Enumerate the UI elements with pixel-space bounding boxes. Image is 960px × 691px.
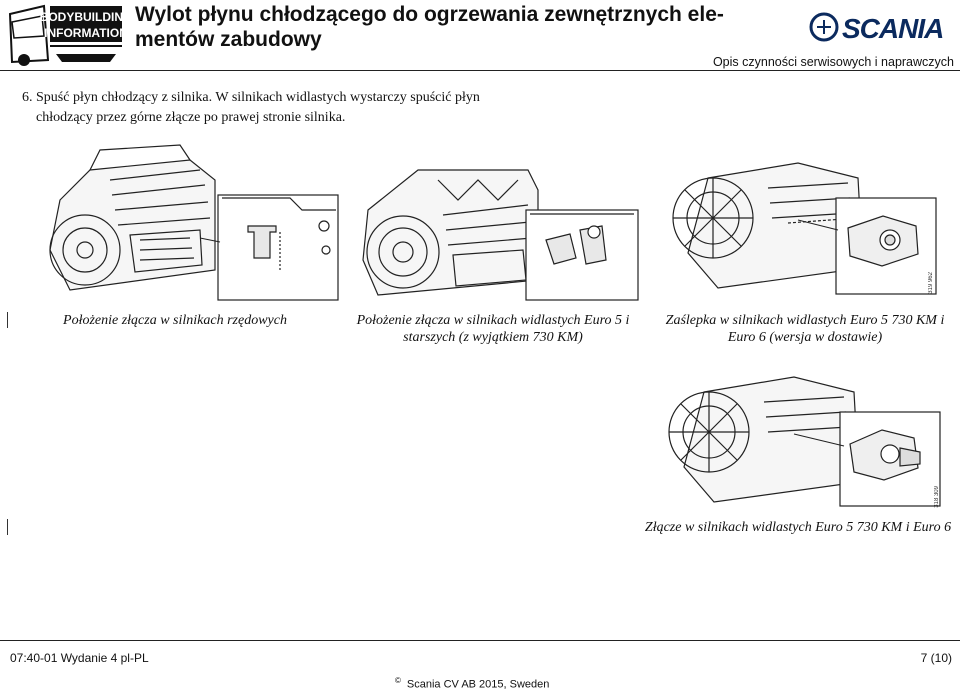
caption-inline-engine: Położenie złącza w silnikach rzędowych	[63, 313, 287, 328]
v-engine-euro6-plug-illustration	[672, 162, 937, 295]
footer-divider	[0, 640, 960, 641]
scania-logo: SCANIA	[808, 10, 956, 44]
step-text: Spuść płyn chłodzący z silnika. W silnik…	[36, 90, 480, 125]
copyright-symbol: ©	[395, 676, 401, 685]
instruction-step: 6. Spuść płyn chłodzący z silnika. W sil…	[22, 88, 496, 128]
figure-inline-engine	[40, 140, 340, 302]
page-number: 7 (10)	[920, 651, 952, 665]
document-title: Wylot płynu chłodzącego do ogrzewania ze…	[135, 3, 724, 51]
logo-line1: BODYBUILDING	[40, 10, 124, 24]
change-bar	[7, 312, 8, 328]
caption-v-engine-euro5: Położenie złącza w silnikach widlastych …	[356, 313, 630, 345]
figure-v-engine-connector	[664, 372, 946, 508]
bodybuilding-information-logo: BODYBUILDING INFORMATION	[4, 2, 132, 68]
document-subtitle: Opis czynności serwisowych i naprawczych	[712, 55, 954, 69]
caption-v-engine-connector: Złącze w silnikach widlastych Euro 5 730…	[644, 520, 952, 535]
figure-id-319962: 319 962	[928, 272, 934, 294]
inline-engine-illustration	[49, 144, 339, 301]
copyright-text: Scania CV AB 2015, Sweden	[406, 678, 550, 691]
figure-id-318309: 318 309	[934, 486, 940, 508]
caption-v-engine-euro6-plug: Zaślepka w silnikach widlastych Euro 5 7…	[665, 313, 945, 345]
step-number: 6.	[22, 90, 33, 105]
scania-wordmark: SCANIA	[842, 13, 943, 44]
v-engine-connector-illustration	[668, 376, 941, 507]
figure-v-engine-euro5	[358, 160, 640, 302]
change-bar	[7, 519, 8, 535]
header-divider	[0, 70, 960, 71]
figure-v-engine-euro6-plug	[668, 158, 946, 302]
document-reference: 07:40-01 Wydanie 4 pl-PL	[10, 651, 149, 665]
copyright-notice: © Scania CV AB 2015, Sweden	[395, 676, 549, 691]
logo-line2: INFORMATION	[44, 26, 124, 40]
v-engine-euro5-illustration	[362, 169, 639, 301]
